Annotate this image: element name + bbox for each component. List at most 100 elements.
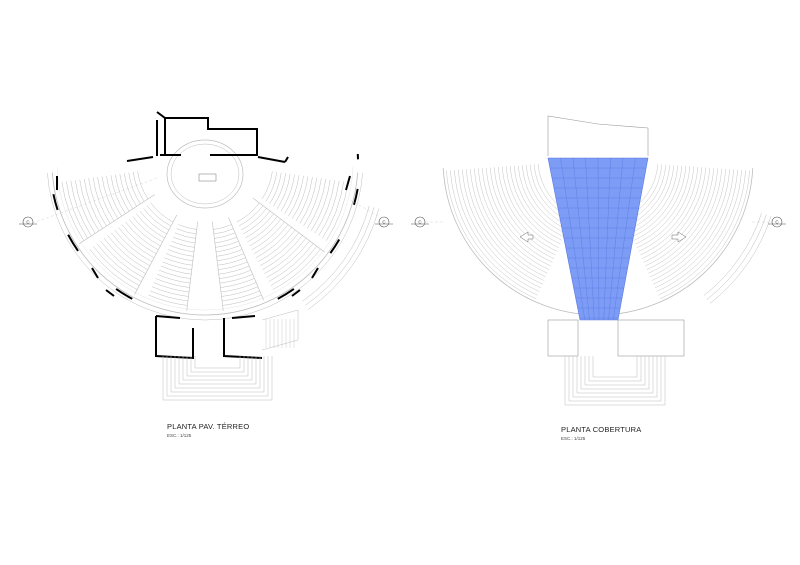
roof-tile-row [490,167,555,259]
seating-row [89,248,138,290]
seating-row [136,213,165,239]
roof-tile-row [450,170,538,296]
seating-row [169,245,195,253]
stair-step [166,356,269,397]
stair-step [186,356,249,377]
seating-row [137,171,149,200]
roof-tile-row [643,167,710,263]
seating-row [219,269,252,279]
roof-tile-row [640,167,702,256]
seating-row [128,172,141,205]
roof-ramp-line [703,213,762,296]
roof-tile-row [486,167,553,263]
top-volume-roof [547,115,649,156]
seating-row [303,178,322,227]
roof-tile-row [466,169,545,281]
seating-row [83,178,103,229]
seating-row [97,177,115,222]
section-marker-label: C [382,220,386,225]
bottom-volume-roof [547,319,579,357]
stair-step [182,356,253,381]
roof-tile-row [656,170,742,292]
seating-row [213,224,232,230]
roof-tile-row [645,168,714,267]
ramp-line [302,205,370,302]
roof-stair-step [592,356,638,378]
seating-row [167,249,194,257]
aisle-line [212,221,224,311]
seating-row [92,246,140,286]
roof-tile-row [649,168,726,278]
roof-tile-row [636,166,694,248]
seating-row [213,228,234,235]
stair-step [194,356,241,369]
aisle-line [228,217,264,301]
roof-tile-row [502,166,560,248]
seating-row [222,290,260,302]
seating-row [101,176,118,219]
seating-row [132,172,145,202]
section-marker-icon [771,216,783,228]
seating-row [257,229,296,262]
seating-row [251,221,285,251]
seating-row [272,248,321,290]
section-marker-label: C [775,220,779,225]
seating-row [264,237,307,274]
stage-outline [166,139,244,209]
seating-row [214,232,236,239]
seating-row [150,290,188,302]
roof-plan-title: PLANTA COBERTURA [561,425,642,434]
seating-row [238,205,264,227]
skylight-grid [597,157,600,321]
section-marker-label: C [418,220,422,225]
roof-tile-row [630,165,679,234]
skylight-grid [585,157,595,321]
slope-arrow-left-icon [519,231,534,243]
seating-row [253,224,289,255]
seating-row [70,180,92,236]
seating-row [276,173,291,209]
seating-row [243,210,271,235]
seating-row [255,227,292,259]
skylight-grid [608,157,624,321]
roof-ramp-line [706,214,767,300]
section-marker-icon [22,216,34,228]
seating-row [249,219,282,247]
seating-row [139,210,167,235]
skylight-grid [572,157,590,321]
seating-row [236,202,260,223]
roof-tile-row [478,168,550,270]
seating-row [222,294,262,306]
seating-row [121,224,157,255]
seating-row [262,235,303,270]
seating-row [118,227,155,259]
aisle-line [252,197,325,253]
skylight-grid [603,157,611,321]
roof-tile-row [521,165,568,230]
seating-row [158,269,191,279]
seating-row [247,216,278,243]
seating-row [75,180,96,234]
aisle-line [186,221,198,311]
roof-tile-row [505,166,561,245]
roof-stair-step [572,356,658,398]
seating-row [310,179,331,232]
slope-arrow-right-icon [671,231,687,243]
seating-row [132,216,163,243]
seating-row [266,240,310,278]
roof-tile-row [482,168,551,267]
roof-tile-row [641,167,706,259]
stair-step [190,356,245,373]
roof-tile-row [454,170,540,292]
seating-row [166,253,193,262]
seating-row [292,176,309,219]
stair-step [174,356,261,389]
roof-tile-row [638,166,698,252]
seating-row [218,265,250,275]
stage-table [198,173,217,182]
bottom-volume-roof [617,319,685,357]
outer-wall-segment [277,288,295,300]
seating-row [270,246,318,286]
roof-tile-row [494,167,556,256]
